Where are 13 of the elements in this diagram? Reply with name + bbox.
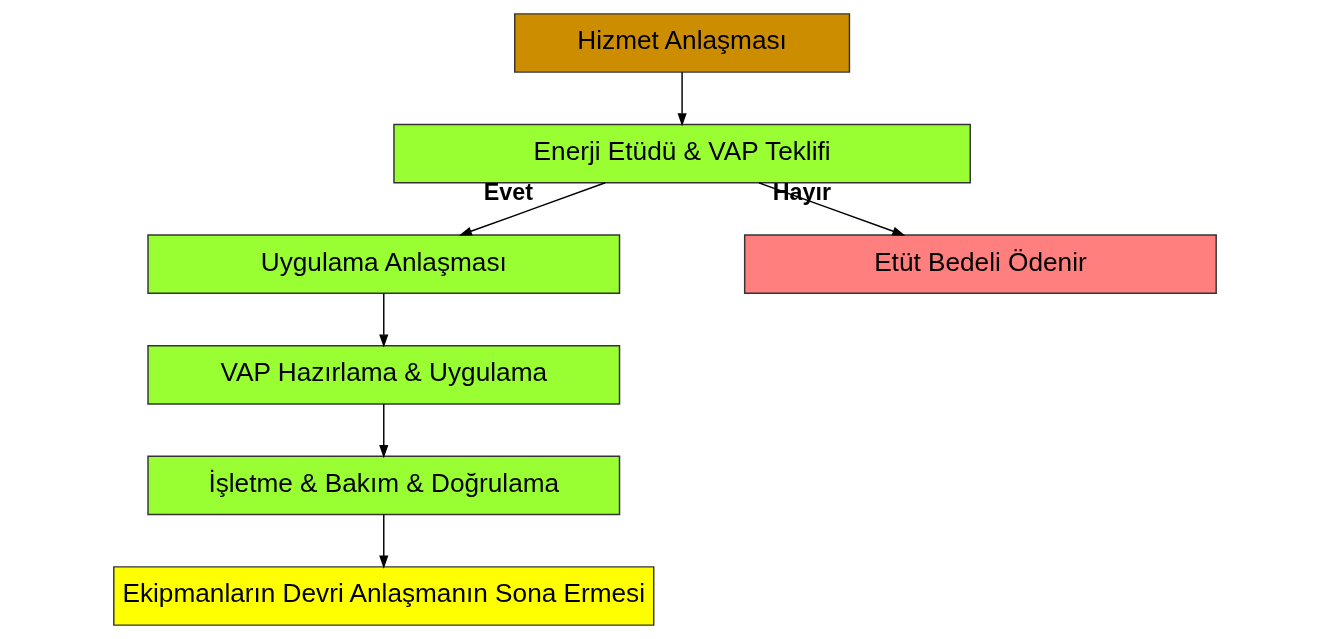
arrow bbox=[379, 513, 389, 569]
node-box: Ekipmanların Devri Anlaşmanın Sona Ermesi bbox=[113, 566, 655, 626]
arrow bbox=[379, 292, 389, 348]
node-box: Uygulama Anlaşması bbox=[147, 234, 621, 295]
arrow bbox=[458, 182, 606, 236]
arrow bbox=[677, 71, 687, 127]
arrow bbox=[758, 182, 906, 236]
node-box: Etüt Bedeli Ödenir bbox=[743, 234, 1217, 295]
arrow bbox=[379, 403, 389, 459]
node-box: Hizmet Anlaşması bbox=[514, 13, 851, 73]
node-box: VAP Hazırlama & Uygulama bbox=[147, 344, 621, 405]
node-box: İşletme & Bakım & Doğrulama bbox=[147, 455, 621, 516]
node-box: Enerji Etüdü & VAP Teklifi bbox=[393, 123, 971, 184]
